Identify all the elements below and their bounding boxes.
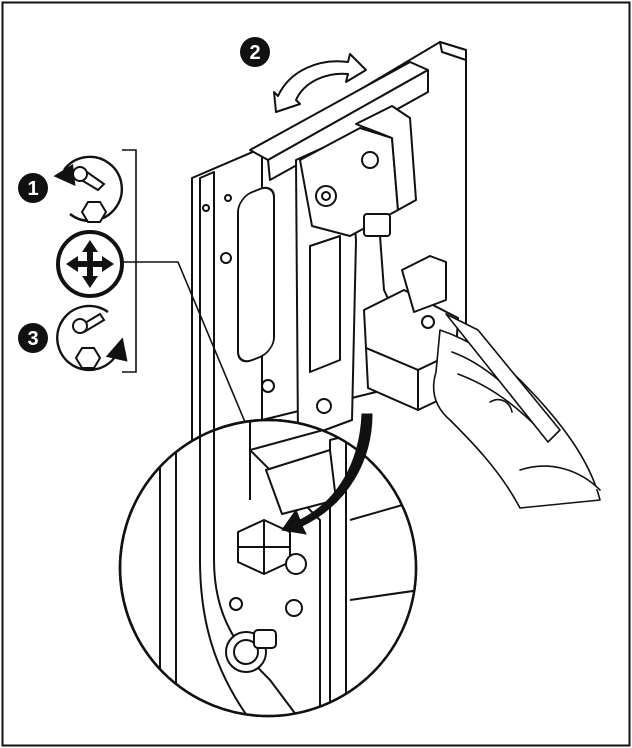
- wall-bracket: [191, 41, 467, 455]
- step-3-badge: [18, 323, 48, 353]
- step-2-badge: 2: [240, 37, 270, 67]
- step-1-badge: [18, 173, 48, 203]
- pointer-arrow: [281, 413, 373, 535]
- steps-legend: 1 3: [18, 149, 137, 373]
- rotate-direction-icon: [273, 53, 367, 113]
- step-3-number: 3: [27, 328, 38, 350]
- step-1-number: 1: [27, 178, 38, 200]
- hand-holding-wrench: [432, 313, 601, 509]
- step-2-number: 2: [249, 42, 260, 64]
- wrench-tighten-icon: [56, 304, 128, 372]
- wrench-loosen-icon: [53, 155, 123, 223]
- move-arrows-icon: [56, 230, 124, 298]
- magnified-detail: [118, 418, 418, 718]
